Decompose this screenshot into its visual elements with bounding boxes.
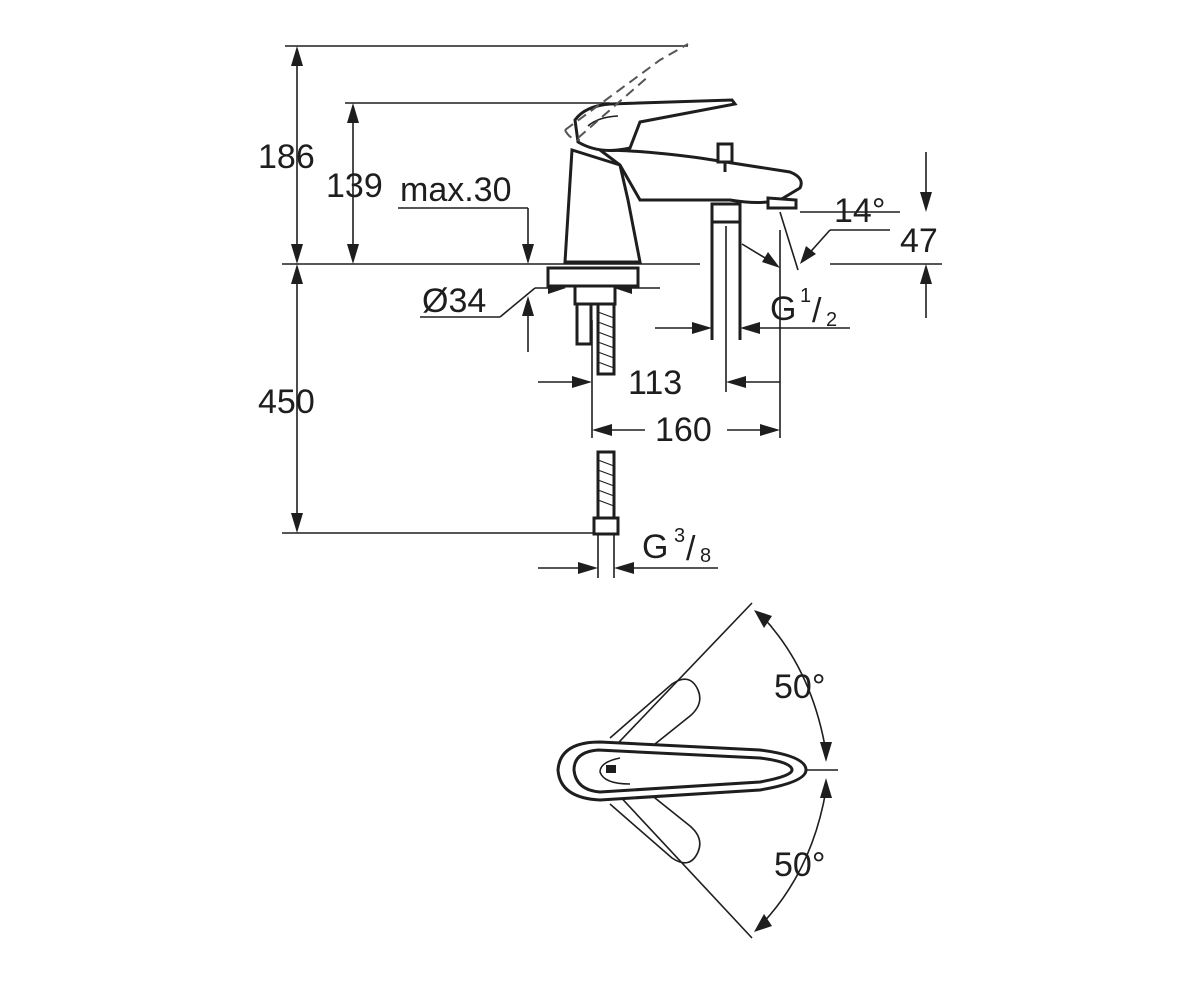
angle-lower-label: 50° xyxy=(774,846,825,884)
angle-upper-label: 50° xyxy=(774,668,825,706)
dim-angle-lower: 50° xyxy=(754,778,832,932)
dim-113: 113 xyxy=(538,226,781,438)
dim-450: 450 xyxy=(258,264,315,533)
lever-indicator xyxy=(606,765,616,773)
dim-diameter-label: Ø34 xyxy=(422,282,486,320)
faucet-body xyxy=(546,43,803,340)
dim-diameter-34: Ø34 xyxy=(420,282,660,320)
spout-angle-label: 14° xyxy=(834,192,885,230)
lever-ghost-up xyxy=(609,678,701,757)
dim-186-label: 186 xyxy=(258,138,315,176)
lever-top xyxy=(572,748,794,794)
supply-hose xyxy=(575,302,620,578)
inlet-thread-den: 8 xyxy=(700,545,711,567)
inlet-thread-g: G xyxy=(642,528,668,566)
hose-nut xyxy=(592,516,620,536)
dim-160-label: 160 xyxy=(655,411,712,449)
lever-ghost-down xyxy=(609,785,701,864)
dim-spout-angle: 14° xyxy=(741,192,900,271)
dim-186: 186 xyxy=(258,46,315,264)
lever-inner-curve xyxy=(599,757,631,785)
dim-47: 47 xyxy=(900,152,938,318)
tail-pipe xyxy=(575,302,593,346)
side-view: 186 139 450 max.30 xyxy=(258,43,942,578)
dim-139: 139 xyxy=(326,103,383,264)
inlet-thread-num: 3 xyxy=(674,525,685,547)
dim-113-label: 113 xyxy=(628,364,682,402)
top-view: 50° 50° xyxy=(556,602,838,939)
dim-139-label: 139 xyxy=(326,167,383,205)
rotation-line-down xyxy=(599,774,753,939)
dim-outlet-thread: G 1 / 2 xyxy=(655,285,850,334)
spout-height-label: 47 xyxy=(900,222,938,260)
dim-450-label: 450 xyxy=(258,383,315,421)
dim-max30: max.30 xyxy=(398,171,534,352)
dim-160: 160 xyxy=(592,411,780,449)
outlet-thread-num: 1 xyxy=(800,285,811,307)
dim-angle-upper: 50° xyxy=(754,610,832,762)
outlet-thread-slash: / xyxy=(812,292,822,330)
outlet-thread-g: G xyxy=(770,290,796,328)
dim-max30-label: max.30 xyxy=(400,171,512,209)
outlet-thread-den: 2 xyxy=(826,309,837,331)
inlet-thread-slash: / xyxy=(686,530,696,568)
dim-inlet-thread: G 3 / 8 xyxy=(538,525,718,574)
